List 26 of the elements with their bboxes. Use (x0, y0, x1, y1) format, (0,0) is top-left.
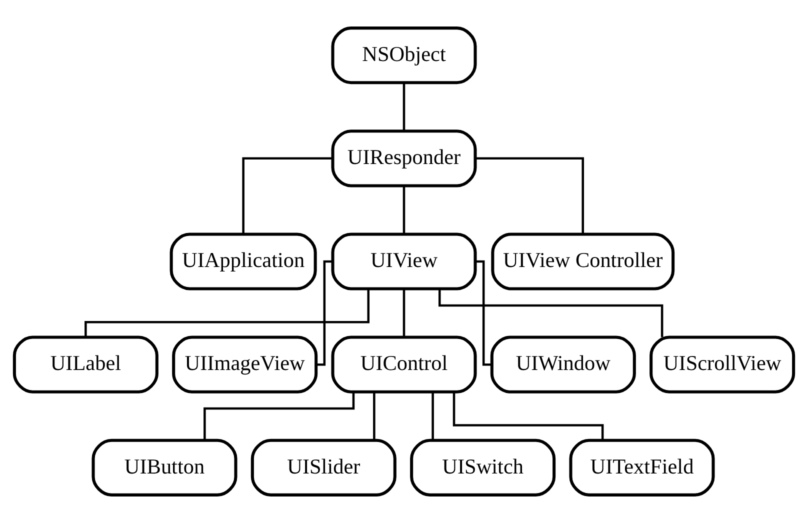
connector (402, 186, 406, 234)
connector (452, 392, 604, 440)
node-box: UIScrollView (650, 336, 796, 394)
node-box: UITextField (569, 438, 715, 496)
node-box: UIButton (92, 438, 238, 496)
node-box: UIControl (331, 336, 477, 394)
node-box: UILabel (12, 336, 158, 394)
connector (402, 82, 406, 131)
connector (316, 260, 332, 366)
connector (432, 392, 434, 440)
connector (373, 392, 376, 440)
node-box: UIResponder (331, 130, 477, 188)
node-box: UIView Controller (491, 232, 675, 290)
node-box: UIView (331, 232, 477, 290)
node-box: UISwitch (410, 438, 556, 496)
node-box: UIApplication (170, 232, 317, 290)
node-box: UIImageView (172, 336, 318, 394)
node-box: UISlider (250, 438, 396, 496)
connector (476, 157, 584, 234)
node-box: UIWindow (490, 336, 636, 394)
connector (204, 392, 355, 440)
connector (402, 289, 406, 337)
connector (476, 260, 492, 366)
connector (84, 288, 370, 337)
connector (242, 157, 333, 234)
node-box: NSObject (331, 26, 477, 84)
